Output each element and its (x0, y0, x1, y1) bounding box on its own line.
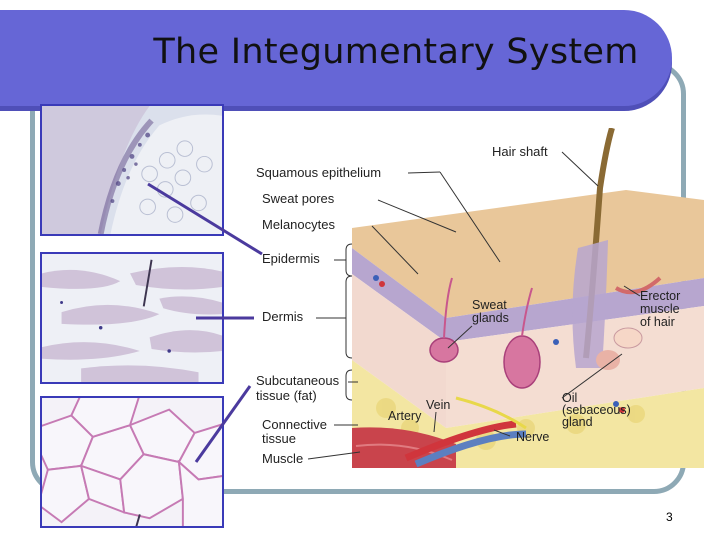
page-number: 3 (666, 510, 673, 524)
